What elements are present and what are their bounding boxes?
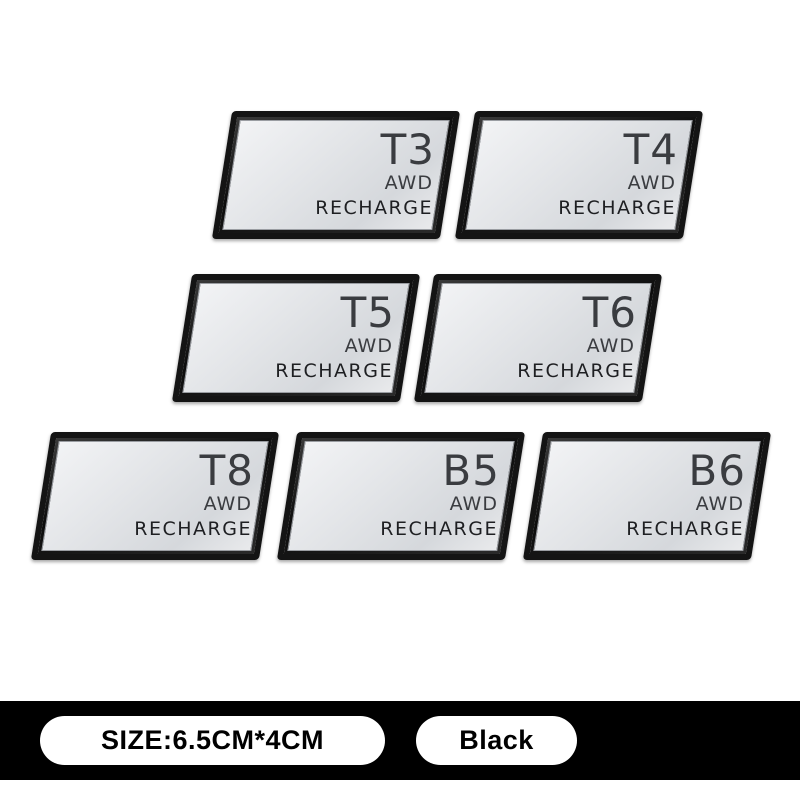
badge-text: T6 AWD RECHARGE	[517, 288, 638, 382]
badge-face: T6 AWD RECHARGE	[424, 283, 652, 393]
badge-text: T4 AWD RECHARGE	[558, 125, 679, 219]
badge-face: T4 AWD RECHARGE	[465, 120, 693, 230]
badge-model: T5	[340, 288, 396, 337]
badge-tag: RECHARGE	[626, 518, 745, 540]
badge-drive: AWD	[449, 493, 499, 515]
badge-drive: AWD	[695, 493, 745, 515]
badge-drive: AWD	[344, 335, 394, 357]
badge-face: T5 AWD RECHARGE	[182, 283, 410, 393]
badge-b6: B6 AWD RECHARGE	[522, 432, 772, 560]
badge-model: T3	[380, 125, 436, 174]
badge-model: B6	[688, 446, 747, 495]
badge-t4: T4 AWD RECHARGE	[454, 111, 704, 239]
badge-face: B6 AWD RECHARGE	[533, 441, 761, 551]
badge-t8: T8 AWD RECHARGE	[30, 432, 280, 560]
badge-face: B5 AWD RECHARGE	[287, 441, 515, 551]
badge-model: T8	[199, 446, 255, 495]
badge-tag: RECHARGE	[380, 518, 499, 540]
badge-tag: RECHARGE	[134, 518, 253, 540]
badge-text: B5 AWD RECHARGE	[380, 446, 501, 540]
badge-model: B5	[442, 446, 501, 495]
badge-t3: T3 AWD RECHARGE	[211, 111, 461, 239]
badge-text: B6 AWD RECHARGE	[626, 446, 747, 540]
badge-text: T8 AWD RECHARGE	[134, 446, 255, 540]
badge-tag: RECHARGE	[517, 360, 636, 382]
badge-text: T5 AWD RECHARGE	[275, 288, 396, 382]
size-label: SIZE:6.5CM*4CM	[40, 716, 385, 765]
badge-b5: B5 AWD RECHARGE	[276, 432, 526, 560]
badge-tag: RECHARGE	[315, 197, 434, 219]
badge-t5: T5 AWD RECHARGE	[171, 274, 421, 402]
badge-tag: RECHARGE	[275, 360, 394, 382]
badge-t6: T6 AWD RECHARGE	[413, 274, 663, 402]
badge-face: T3 AWD RECHARGE	[222, 120, 450, 230]
badge-drive: AWD	[203, 493, 253, 515]
badge-drive: AWD	[586, 335, 636, 357]
color-label: Black	[416, 716, 577, 765]
badge-model: T4	[623, 125, 679, 174]
badge-text: T3 AWD RECHARGE	[315, 125, 436, 219]
badge-drive: AWD	[384, 172, 434, 194]
badge-face: T8 AWD RECHARGE	[41, 441, 269, 551]
badge-model: T6	[582, 288, 638, 337]
badge-drive: AWD	[627, 172, 677, 194]
badge-tag: RECHARGE	[558, 197, 677, 219]
